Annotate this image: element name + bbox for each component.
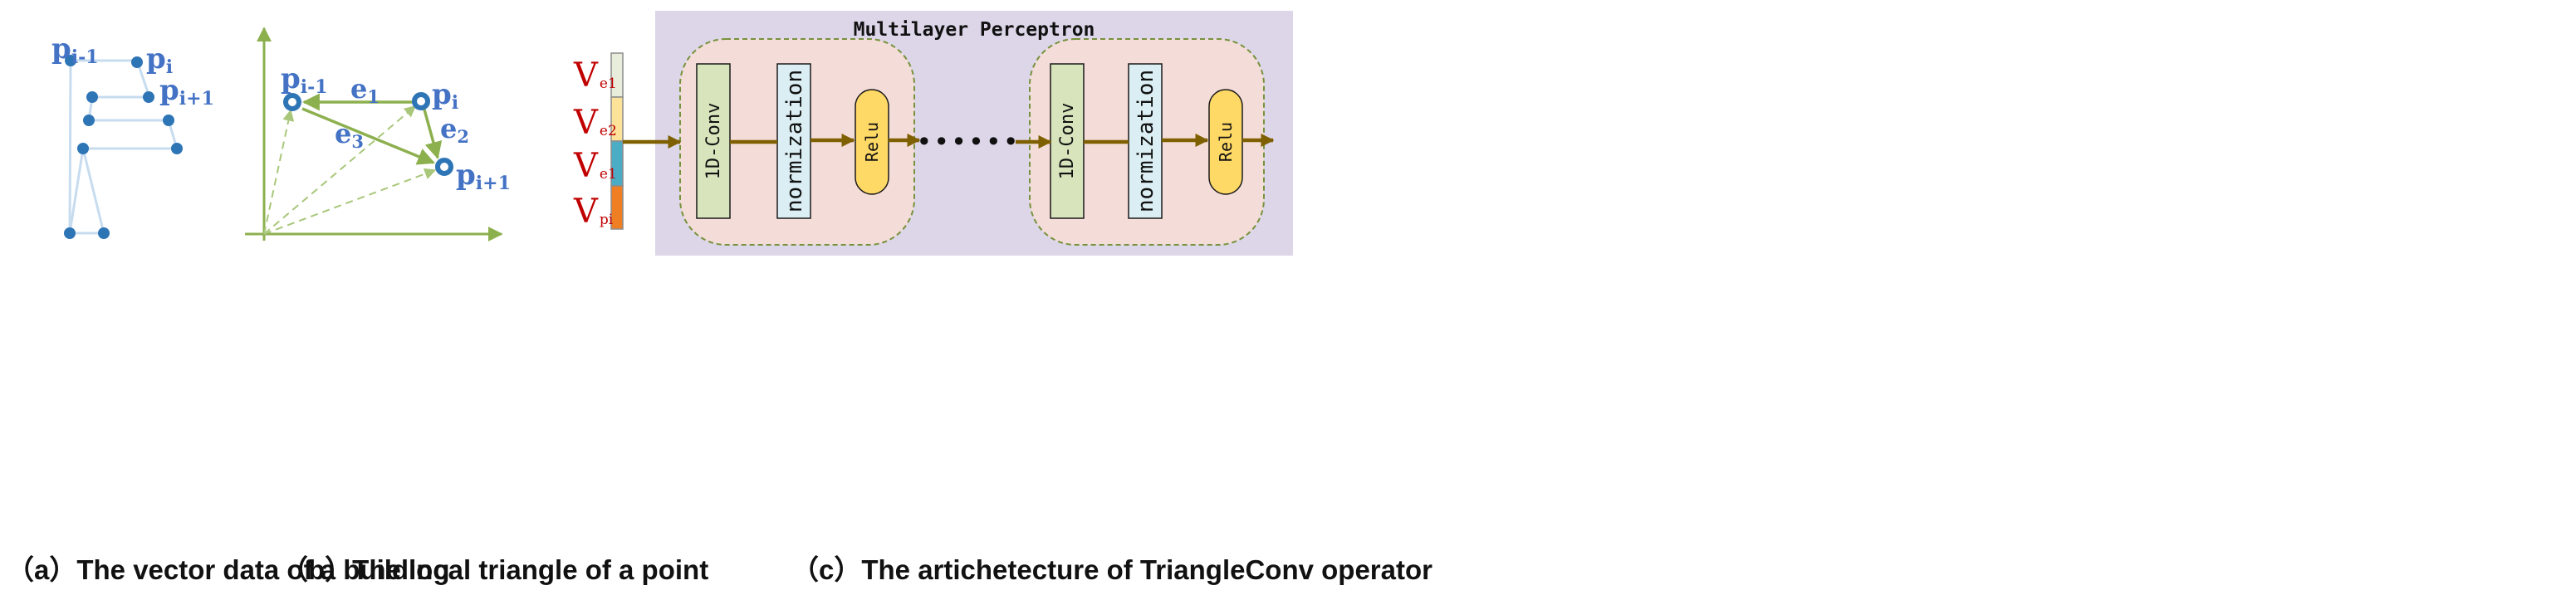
vertex-dot: [143, 91, 154, 103]
vertex-dot: [77, 143, 89, 154]
mlp-block-1: 1D-Conv normization Relu: [679, 38, 915, 246]
conv-label: 1D-Conv: [1057, 103, 1078, 180]
mlp-block-2: 1D-Conv normization Relu: [1029, 38, 1265, 246]
panel-b: pi-1 pi pi+1 e1 e2 e3 （b）The local trian…: [245, 27, 708, 585]
point-next: [435, 158, 453, 176]
building-vertices: [64, 55, 183, 239]
label-p-prev: pi-1: [281, 62, 328, 98]
caption-c: （c）The artichetecture of TriangleConv op…: [791, 554, 1432, 585]
conv-label: 1D-Conv: [703, 103, 724, 180]
label-p-curr: pi: [432, 78, 458, 114]
point-prev: [283, 93, 301, 111]
norm-label: normization: [782, 70, 807, 212]
norm-layer: [1128, 63, 1163, 219]
edge-e3: [301, 107, 435, 165]
mlp-title: Multilayer Perceptron: [854, 19, 1095, 41]
triangle-edges: [301, 93, 443, 165]
edge-e2: [423, 109, 443, 160]
point-curr: [412, 92, 430, 110]
vertex-dot: [86, 91, 98, 103]
vertex-dot: [163, 115, 174, 126]
label-e1: e1: [350, 73, 380, 107]
vector-to-next: [263, 168, 437, 235]
relu-label: Relu: [1216, 122, 1236, 162]
relu-label: Relu: [862, 122, 882, 162]
label-p-next: pi+1: [159, 74, 214, 110]
vector-to-prev: [263, 109, 295, 235]
flow-arrows: [623, 133, 1275, 149]
vertex-dot: [64, 227, 76, 239]
label-p-prev: pi-1: [51, 32, 99, 68]
ellipsis: ••••••: [916, 126, 1020, 158]
vector-to-curr: [263, 105, 417, 235]
triangle-points: [283, 92, 453, 176]
label-e3: e3: [335, 118, 364, 152]
panel-a: pi-1 pi pi+1 （a）The vector data of a bui…: [7, 32, 450, 585]
vertex-dot: [171, 143, 183, 154]
label-p-next: pi+1: [456, 159, 511, 194]
vertex-dot: [98, 227, 110, 239]
input-vector: [610, 52, 624, 230]
position-vectors: [263, 105, 437, 235]
caption-b: （b）The local triangle of a point: [281, 554, 708, 585]
vector-segment-vpi: [610, 185, 624, 230]
label-p-curr: pi: [146, 42, 173, 78]
vertex-dot: [83, 115, 95, 126]
norm-label: normization: [1134, 70, 1158, 212]
vertex-dot: [65, 55, 76, 66]
caption-a: （a）The vector data of a building: [7, 554, 450, 585]
conv-layer: [1050, 63, 1085, 219]
label-e2: e2: [440, 113, 469, 147]
vertex-dot: [131, 56, 143, 68]
